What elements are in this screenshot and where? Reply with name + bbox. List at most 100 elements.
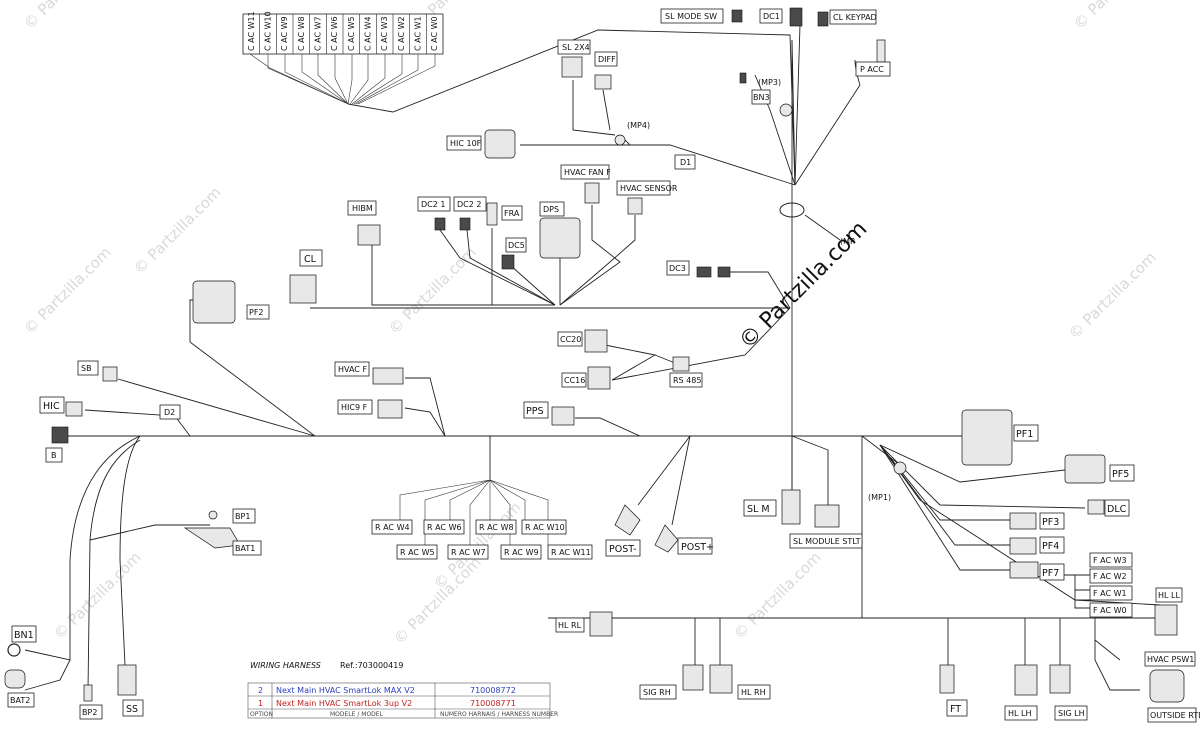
label-hic-10f: HIC 10F bbox=[450, 139, 482, 148]
rear-ac-labels: R AC W4 R AC W6 R AC W8 R AC W10 R AC W5… bbox=[371, 519, 593, 560]
label-r-ac-w10: R AC W10 bbox=[525, 523, 565, 532]
label-mp1: (MP1) bbox=[868, 493, 891, 502]
top-connector-label: C AC W11 bbox=[247, 11, 256, 51]
watermark-text: © Partzilla.com bbox=[390, 553, 485, 648]
label-dc3: DC3 bbox=[669, 264, 686, 273]
watermark-text: © Partzilla.com bbox=[20, 0, 115, 33]
label-hl-lh: HL LH bbox=[1008, 709, 1032, 718]
label-sig-rh: SIG RH bbox=[643, 688, 671, 697]
label-dc2-2: DC2 2 bbox=[457, 200, 481, 209]
label-cl: CL bbox=[304, 254, 317, 265]
label-hvac-fan-f: HVAC FAN F bbox=[564, 168, 611, 177]
label-sl-module-stlt: SL MODULE STLT bbox=[793, 537, 861, 546]
label-r-ac-w6: R AC W6 bbox=[427, 523, 462, 532]
label-hl-rh: HL RH bbox=[741, 688, 766, 697]
label-r-ac-w11: R AC W11 bbox=[551, 548, 591, 557]
label-f-ac-w3: F AC W3 bbox=[1093, 556, 1127, 565]
table-row-option: 1 bbox=[258, 699, 263, 708]
label-post-neg: POST- bbox=[609, 544, 637, 555]
label-hvac-sensor: HVAC SENSOR bbox=[620, 184, 678, 193]
top-connector-label: C AC W4 bbox=[364, 16, 373, 51]
label-bn3: BN3 bbox=[753, 93, 770, 102]
table-header-model: MODELE / MODEL bbox=[330, 711, 384, 718]
top-connector-label: C AC W2 bbox=[397, 16, 406, 51]
label-bp2: BP2 bbox=[82, 708, 97, 717]
label-r-ac-w4: R AC W4 bbox=[375, 523, 410, 532]
label-post-pos: POST+ bbox=[681, 542, 714, 553]
label-r-ac-w5: R AC W5 bbox=[400, 548, 435, 557]
label-r-ac-w8: R AC W8 bbox=[479, 523, 514, 532]
top-connector-label: C AC W6 bbox=[330, 16, 339, 51]
label-sl-2x4: SL 2X4 bbox=[562, 43, 590, 52]
label-hvac-psw1: HVAC PSW1 bbox=[1147, 655, 1194, 664]
watermark-text: © Partzilla.com bbox=[20, 243, 115, 338]
harness-wires bbox=[24, 24, 1161, 691]
label-b: B bbox=[51, 451, 57, 460]
label-hl-ll: HL LL bbox=[1158, 591, 1180, 600]
table-row-model: Next Main HVAC SmartLok 3up V2 bbox=[276, 699, 412, 708]
label-pf7: PF7 bbox=[1042, 568, 1059, 579]
label-dc2-1: DC2 1 bbox=[421, 200, 445, 209]
table-row-number: 710008772 bbox=[470, 686, 516, 695]
label-r-ac-w7: R AC W7 bbox=[451, 548, 486, 557]
label-dlc: DLC bbox=[1107, 504, 1127, 515]
top-connector-label: C AC W10 bbox=[264, 11, 273, 51]
label-pps: PPS bbox=[526, 406, 544, 417]
label-outside-rtd: OUTSIDE RTD bbox=[1150, 711, 1200, 720]
label-hl-rl: HL RL bbox=[558, 621, 582, 630]
label-f-ac-w2: F AC W2 bbox=[1093, 572, 1127, 581]
label-d2: D2 bbox=[164, 408, 175, 417]
table-ref: Ref.:703000419 bbox=[340, 661, 403, 670]
label-rs485: RS 485 bbox=[673, 376, 701, 385]
table-header-number: NUMERO HARNAIS / HARNESS NUMBER bbox=[440, 711, 558, 718]
top-connector-label: C AC W5 bbox=[347, 16, 356, 51]
top-connector-label: C AC W9 bbox=[280, 16, 289, 51]
label-pf1: PF1 bbox=[1016, 429, 1033, 440]
label-bp1: BP1 bbox=[235, 512, 250, 521]
top-connector-label: C AC W3 bbox=[380, 16, 389, 51]
label-bat2: BAT2 bbox=[10, 696, 30, 705]
top-connector-label: C AC W1 bbox=[414, 16, 423, 51]
labels: SL MODE SW DC1 CL KEYPAD SL 2X4 DIFF (MP… bbox=[7, 8, 1200, 723]
label-hic: HIC bbox=[43, 401, 60, 412]
label-ss: SS bbox=[126, 704, 138, 715]
label-pf5: PF5 bbox=[1112, 469, 1129, 480]
label-pf4: PF4 bbox=[1042, 541, 1059, 552]
label-d1: D1 bbox=[680, 158, 691, 167]
label-sl-m: SL M bbox=[747, 504, 770, 515]
label-hic9-f: HIC9 F bbox=[341, 403, 368, 412]
label-hibm: HIBM bbox=[352, 204, 373, 213]
label-cc20: CC20 bbox=[560, 335, 581, 344]
label-cc16: CC16 bbox=[564, 376, 585, 385]
top-connector-label: C AC W0 bbox=[430, 16, 439, 51]
wiring-harness-table: WIRING HARNESS Ref.:703000419 2 Next Mai… bbox=[247, 661, 558, 719]
label-mp-right: (MP bbox=[840, 237, 855, 246]
label-dps: DPS bbox=[543, 205, 559, 214]
label-diff: DIFF bbox=[598, 55, 616, 64]
label-p-acc: P ACC bbox=[860, 65, 884, 74]
table-row-number: 710008771 bbox=[470, 699, 516, 708]
watermark-text: © Partzilla.com bbox=[385, 243, 480, 338]
table-row-model: Next Main HVAC SmartLok MAX V2 bbox=[276, 686, 415, 695]
top-connector-label: C AC W8 bbox=[297, 16, 306, 51]
label-dc5: DC5 bbox=[508, 241, 525, 250]
top-connector-label: C AC W7 bbox=[314, 16, 323, 51]
label-mp3: (MP3) bbox=[758, 78, 781, 87]
label-f-ac-w0: F AC W0 bbox=[1093, 606, 1127, 615]
watermark-text: © Partzilla.com bbox=[730, 548, 825, 643]
label-pf2: PF2 bbox=[249, 308, 264, 317]
watermark-text: © Partzilla.com bbox=[1070, 0, 1165, 33]
label-pf3: PF3 bbox=[1042, 517, 1059, 528]
table-row-option: 2 bbox=[258, 686, 263, 695]
watermark-text: © Partzilla.com bbox=[130, 183, 225, 278]
table-header-option: OPTION bbox=[250, 711, 273, 718]
label-bn1: BN1 bbox=[14, 630, 34, 641]
label-r-ac-w9: R AC W9 bbox=[504, 548, 539, 557]
label-hvac-f: HVAC F bbox=[338, 365, 367, 374]
table-title: WIRING HARNESS bbox=[250, 661, 321, 670]
watermark-text: © Partzilla.com bbox=[1065, 248, 1160, 343]
connector-shapes bbox=[4, 7, 1185, 703]
label-cl-keypad: CL KEYPAD bbox=[833, 13, 877, 22]
label-sig-lh: SIG LH bbox=[1058, 709, 1085, 718]
